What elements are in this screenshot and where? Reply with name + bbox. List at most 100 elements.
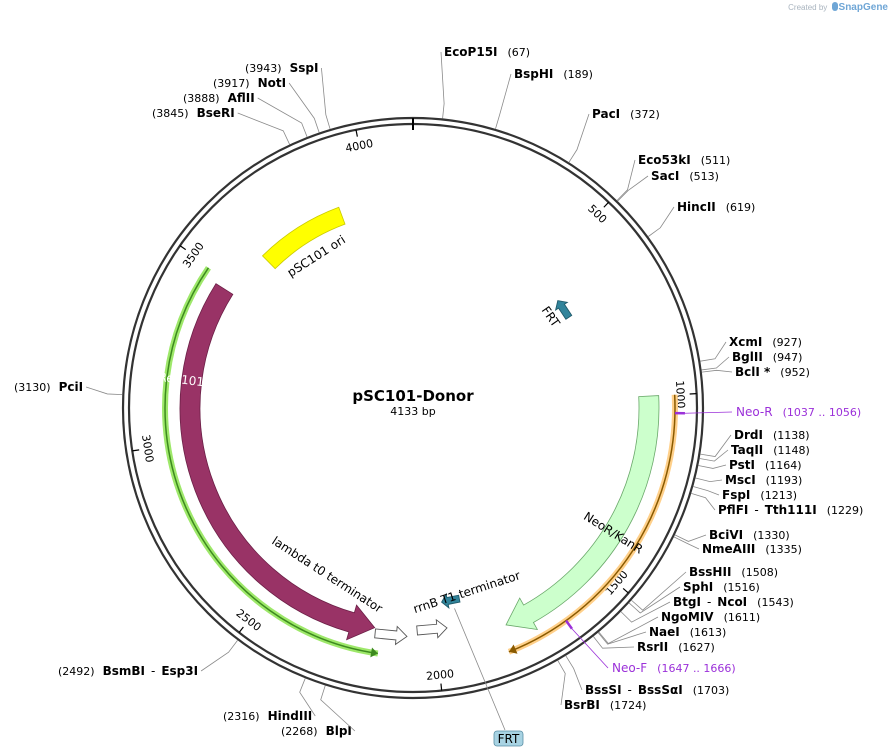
site-leader [700, 434, 732, 457]
site-aflii: (3888)AflII [183, 91, 308, 138]
site-position: (927) [772, 336, 802, 349]
rep101-primer-arrow-icon [370, 647, 378, 658]
site-name: BseRI [197, 106, 235, 120]
svg-text:HincII(619): HincII (619) [677, 200, 755, 214]
site-name: PacI [592, 107, 620, 121]
site-name: FspI [722, 488, 750, 502]
site-position: (1330) [753, 529, 790, 542]
site-leader [647, 206, 675, 237]
primer-name: Neo-R [736, 405, 773, 419]
svg-text:Neo-R(1037 .. 1056): Neo-R(1037 .. 1056) [736, 405, 861, 419]
site-nmeaiii: NmeAIII(1335) [673, 536, 802, 556]
site-leader [85, 386, 123, 396]
snapgene-logo-icon [831, 2, 838, 11]
site-name: BssHII [689, 565, 731, 579]
site-position: (1516) [723, 581, 760, 594]
scale-tick-1500 [622, 588, 629, 594]
site-name-2: BssSαI [638, 683, 683, 697]
site-position: (189) [563, 68, 593, 81]
svg-text:EcoP15I(67): EcoP15I (67) [444, 45, 530, 59]
site-leader [617, 175, 649, 202]
svg-text:(3845)BseRI: (3845)BseRI [152, 106, 235, 120]
scale-label-3000: 3000 [139, 434, 156, 464]
svg-text:MscI(1193): MscI(1193) [725, 473, 802, 487]
svg-text:BglII(947): BglII(947) [732, 350, 802, 364]
site-bsmbi-esp3i: (2492)BsmBI-Esp3I [58, 639, 238, 678]
site-drdi: DrdI (1138) [700, 428, 810, 457]
site-name: BsrBI [564, 698, 600, 712]
site-ngomiv: NgoMIV(1611) [598, 610, 760, 645]
site-leader [592, 636, 635, 649]
scale-tick-2500 [238, 626, 244, 633]
site-name: DrdI [734, 428, 763, 442]
site-position: (372) [630, 108, 660, 121]
site-position: (1138) [773, 429, 810, 442]
site-position: (3130) [14, 381, 51, 394]
site-name: NaeI [649, 625, 680, 639]
svg-text:BtgI-NcoI(1543): BtgI-NcoI(1543) [673, 595, 794, 609]
svg-text:(3943)SspI: (3943)SspI [245, 61, 318, 75]
svg-text:RsrII(1627): RsrII(1627) [637, 640, 715, 654]
site-leader [565, 655, 583, 691]
site-leader [237, 112, 290, 145]
primer-leader [571, 628, 609, 669]
site-bcivi: BciVI (1330) [674, 528, 790, 542]
site-hincii: HincII (619) [647, 200, 755, 237]
frt-2-leader [454, 608, 506, 731]
site-pflfi-tth111i: PflFI-Tth111I(1229) [691, 492, 863, 517]
svg-text:(2268)BlpI: (2268)BlpI [281, 724, 352, 738]
site-position: (3917) [213, 77, 250, 90]
credit-prefix: Created by [788, 3, 828, 12]
primers: Neo-R(1037 .. 1056)Neo-F(1647 .. 1666) [565, 405, 861, 675]
svg-text:BssSI-BssSαI(1703): BssSI-BssSαI(1703) [585, 683, 729, 697]
site-btgi-ncoi: BtgI-NcoI(1543) [620, 595, 794, 623]
site-position: (1148) [773, 444, 810, 457]
site-bseri: (3845)BseRI [152, 106, 290, 145]
site-position: (511) [701, 154, 731, 167]
svg-text:SacI(513): SacI(513) [651, 169, 719, 183]
site-leader [695, 477, 723, 482]
site-fspi: FspI(1213) [693, 486, 797, 502]
site-name: SacI [651, 169, 679, 183]
svg-text:BssHII(1508): BssHII (1508) [689, 565, 778, 579]
site-bcli: BclI *(952) [701, 365, 810, 379]
primer-neo-r: Neo-R(1037 .. 1056) [674, 405, 861, 419]
plasmid-length: 4133 bp [390, 405, 435, 418]
neor-primer-arrow-icon [508, 644, 518, 654]
site-name: BspHI [514, 67, 553, 81]
site-name: HincII [677, 200, 716, 214]
site-position: (1164) [765, 459, 802, 472]
site-position: (619) [726, 201, 756, 214]
site-name: Eco53kI [638, 153, 691, 167]
svg-text:TaqII(1148): TaqII(1148) [731, 443, 810, 457]
site-position: (67) [508, 46, 531, 59]
plasmid-name: pSC101-Donor [352, 387, 474, 405]
primer-leader [684, 411, 733, 414]
site-name: BssSI [585, 683, 622, 697]
primer-range: (1647 .. 1666) [657, 662, 736, 675]
site-name: EcoP15I [444, 45, 498, 59]
site-name: RsrII [637, 640, 668, 654]
site-position: (2492) [58, 665, 95, 678]
site-name: XcmI [729, 335, 762, 349]
svg-text:SphI(1516): SphI(1516) [683, 580, 760, 594]
site-leader [557, 660, 566, 706]
site-position: (1193) [766, 474, 803, 487]
site-msci: MscI(1193) [695, 473, 802, 487]
feature-psc101-ori [261, 206, 346, 270]
site-name: BciVI [709, 528, 743, 542]
site-leader [440, 51, 445, 119]
site-leader [597, 631, 647, 645]
rep101-primer-arc [164, 267, 378, 655]
svg-text:XcmI(927): XcmI (927) [729, 335, 802, 349]
site-position: (1508) [741, 566, 778, 579]
snapgene-credit: Created by SnapGene [788, 2, 888, 13]
scale-tick-4000 [355, 129, 358, 137]
feature-label-rrnb-t1-terminator: rrnB T1 terminator [412, 568, 523, 616]
svg-text:BsrBI(1724): BsrBI(1724) [564, 698, 646, 712]
site-name-2: Esp3I [161, 664, 198, 678]
site-separator: - [628, 683, 632, 697]
svg-text:BclI *(952): BclI *(952) [735, 365, 810, 379]
feature-neor-kanr [505, 395, 660, 630]
